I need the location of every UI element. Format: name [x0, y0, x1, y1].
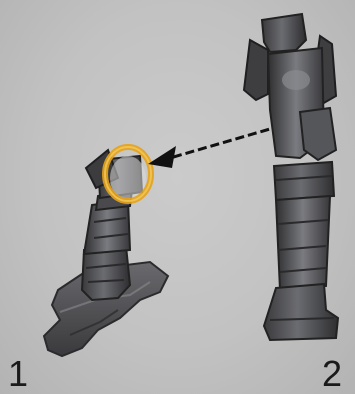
boot-2 [264, 284, 338, 340]
part-1-leg-on-base [44, 147, 168, 356]
part-2-full-leg [244, 14, 338, 340]
part-label-1: 1 [8, 356, 28, 392]
knee-2 [274, 162, 334, 200]
hip-armor [262, 14, 306, 52]
part-label-2: 2 [322, 356, 342, 392]
shin-2 [276, 196, 330, 290]
